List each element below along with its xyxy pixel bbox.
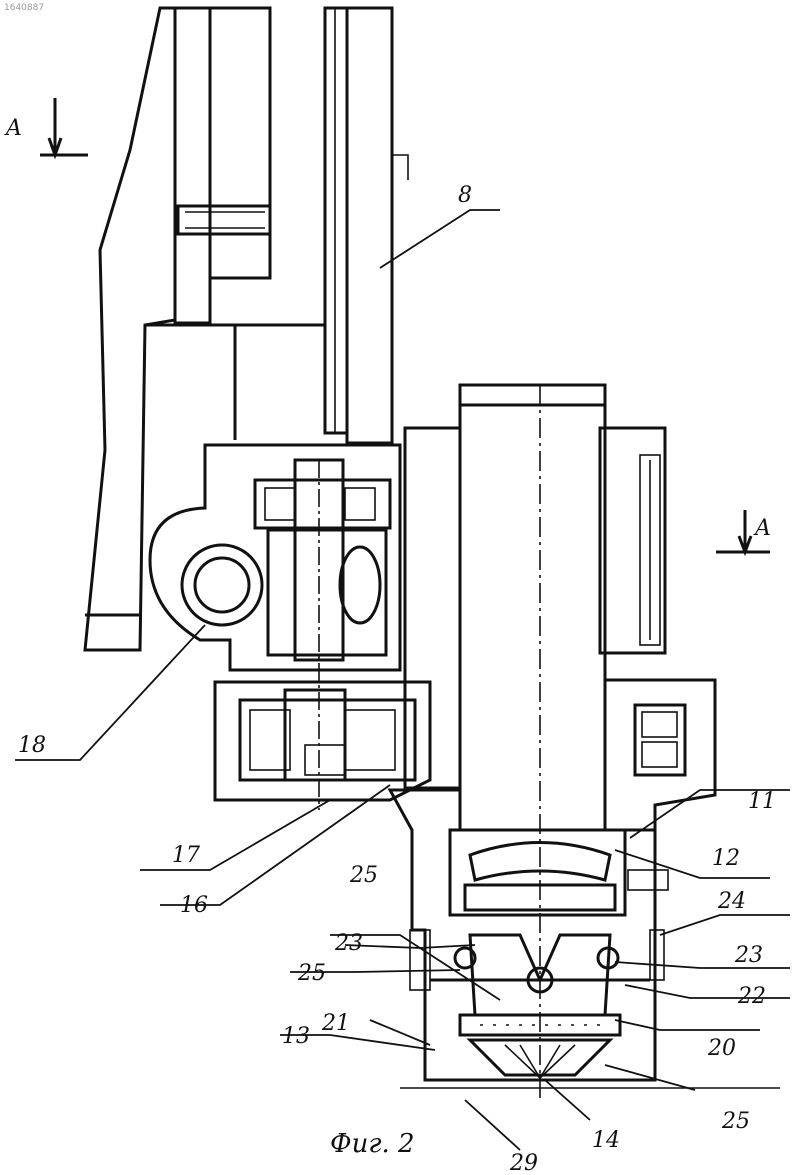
label-22: 22 <box>737 984 766 1009</box>
column-inner-block <box>175 8 270 323</box>
lower-gearbox <box>215 682 430 800</box>
figure-caption: Фиг. 2 <box>330 1129 415 1159</box>
label-8: 8 <box>458 183 472 208</box>
label-25-right: 25 <box>721 1109 750 1134</box>
label-16: 16 <box>180 893 208 918</box>
label-20: 20 <box>707 1036 736 1061</box>
label-18: 18 <box>18 733 46 758</box>
document-number: 1640887 <box>4 3 44 13</box>
label-23-right: 23 <box>734 943 763 968</box>
label-25-upper: 25 <box>349 863 378 888</box>
label-14: 14 <box>592 1128 620 1153</box>
label-25-left: 25 <box>297 961 326 986</box>
right-housing <box>605 680 715 830</box>
label-24: 24 <box>717 889 746 914</box>
nozzle-body <box>390 790 668 1080</box>
column-right-wall <box>325 8 408 443</box>
section-letter-left: A <box>4 116 22 141</box>
label-29: 29 <box>509 1151 538 1175</box>
label-21: 21 <box>321 1011 350 1036</box>
section-mark-left: A <box>4 98 88 155</box>
main-tube <box>405 385 665 1100</box>
label-13: 13 <box>282 1024 310 1049</box>
label-11: 11 <box>748 789 776 814</box>
column-left-wall <box>85 8 175 650</box>
label-23-left: 23 <box>334 931 363 956</box>
label-12: 12 <box>712 846 740 871</box>
section-letter-right: A <box>753 516 771 541</box>
gear-housing <box>150 445 400 810</box>
label-17: 17 <box>172 843 200 868</box>
section-mark-right: A <box>716 510 771 552</box>
